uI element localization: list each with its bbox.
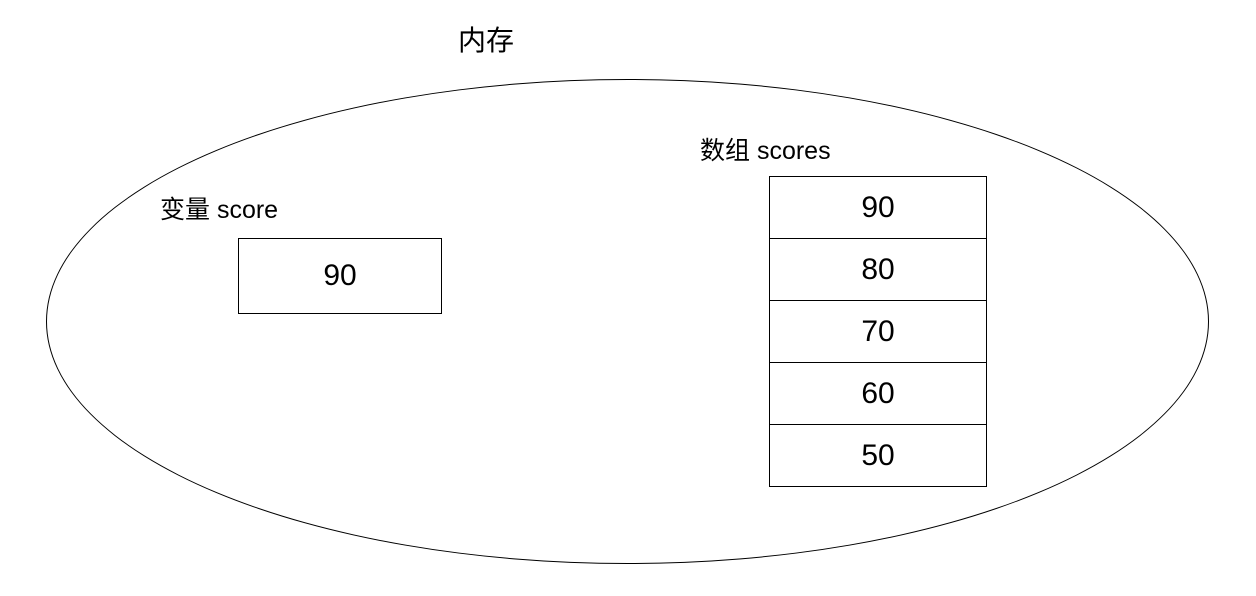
array-cell: 90: [769, 176, 987, 239]
array-cell-value: 80: [861, 252, 895, 286]
array-cell-value: 50: [861, 438, 895, 472]
array-cell-value: 90: [861, 190, 895, 224]
array-cell-value: 70: [861, 314, 895, 348]
array-scores-label: 数组 scores: [700, 137, 831, 165]
memory-boundary-ellipse: [46, 79, 1209, 564]
array-cell: 50: [769, 424, 987, 487]
variable-score-value: 90: [323, 259, 357, 292]
array-cell: 70: [769, 300, 987, 363]
memory-title: 内存: [458, 25, 515, 56]
array-cell: 60: [769, 362, 987, 425]
array-cell-value: 60: [861, 376, 895, 410]
variable-score-box: 90: [238, 238, 442, 314]
array-cell: 80: [769, 238, 987, 301]
variable-score-label: 变量 score: [160, 196, 279, 224]
array-scores-table: 90 80 70 60 50: [769, 176, 987, 487]
